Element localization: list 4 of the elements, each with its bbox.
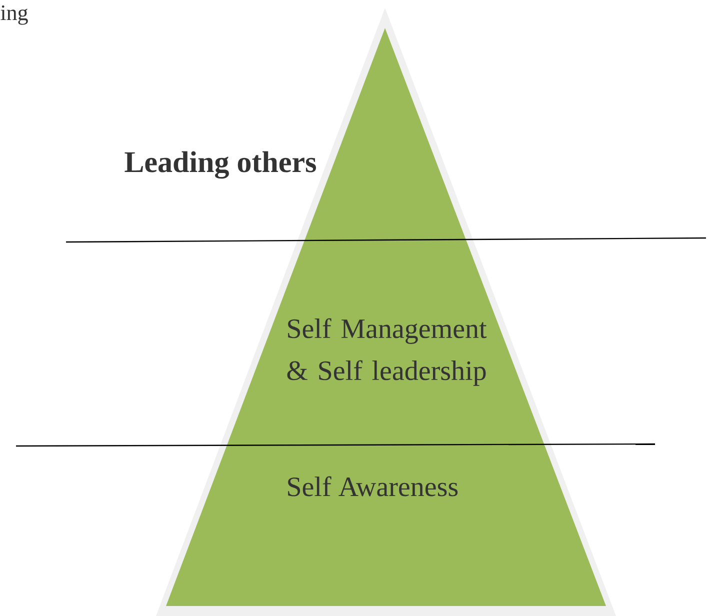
level-label: Self Awareness bbox=[288, 476, 458, 496]
level-label: Self Management & Self leadership bbox=[287, 318, 487, 386]
cut-text: ing bbox=[0, 5, 28, 25]
level-label: Leading others bbox=[124, 151, 316, 179]
